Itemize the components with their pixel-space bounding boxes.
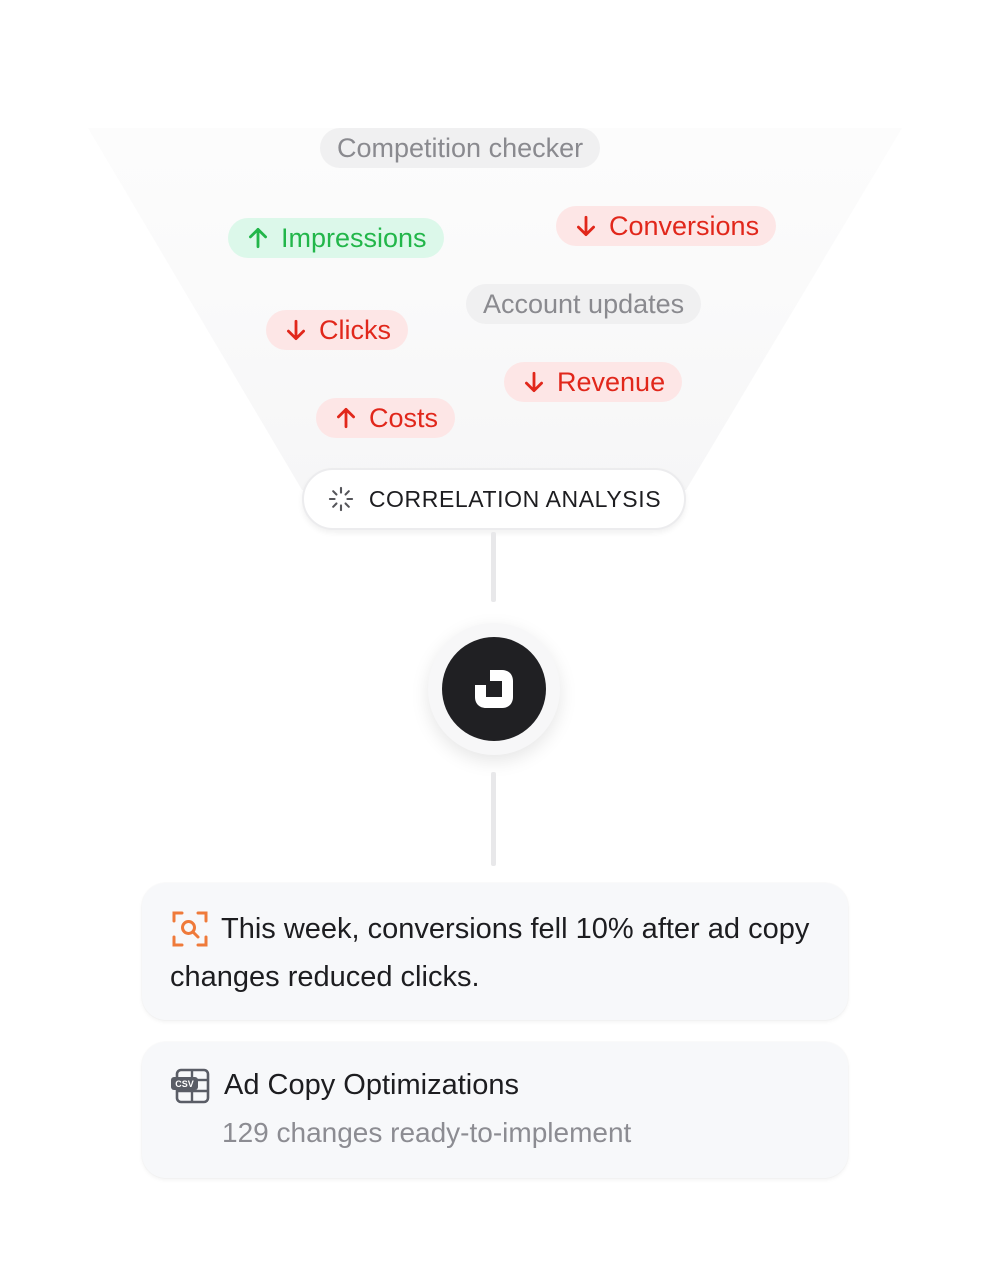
brand-logo-icon [442, 637, 546, 741]
tag-label: Competition checker [337, 133, 584, 163]
brand-logo [428, 623, 560, 755]
optimization-title: Ad Copy Optimizations [224, 1069, 519, 1101]
signals-funnel: Competition checker Impressions Conversi… [0, 0, 990, 560]
tag-competition-checker: Competition checker [320, 128, 601, 168]
tag-label: Account updates [483, 289, 685, 319]
insight-card[interactable]: This week, conversions fell 10% after ad… [142, 883, 848, 1020]
optimization-card[interactable]: CSV Ad Copy Optimizations 129 changes re… [142, 1042, 848, 1178]
tag-label: Costs [369, 403, 439, 433]
tag-label: Revenue [557, 367, 666, 397]
tag-clicks: Clicks [266, 310, 408, 350]
tag-label: Impressions [281, 223, 427, 253]
insight-text: This week, conversions fell 10% after ad… [170, 913, 810, 993]
correlation-analysis-pill: CORRELATION ANALYSIS [302, 468, 686, 530]
arrow-up-icon [249, 227, 267, 249]
tag-label: Conversions [609, 211, 760, 241]
tag-impressions: Impressions [228, 218, 444, 258]
arrow-down-icon [525, 371, 543, 393]
arrow-down-icon [577, 215, 595, 237]
loading-spinner-icon [328, 486, 353, 512]
analysis-label: CORRELATION ANALYSIS [368, 485, 662, 512]
tag-costs: Costs [316, 398, 456, 438]
optimization-subtitle: 129 changes ready-to-implement [222, 1117, 632, 1148]
connector-line-top [491, 532, 496, 602]
tag-conversions: Conversions [556, 206, 777, 246]
tag-label: Clicks [319, 315, 391, 345]
connector-line-bottom [491, 772, 496, 866]
search-scan-icon [172, 911, 208, 947]
tag-account-updates: Account updates [466, 284, 702, 324]
arrow-up-icon [337, 407, 355, 429]
tag-revenue: Revenue [504, 362, 683, 402]
svg-text:CSV: CSV [175, 1079, 194, 1089]
csv-file-icon: CSV [171, 1068, 210, 1104]
arrow-down-icon [287, 319, 305, 341]
